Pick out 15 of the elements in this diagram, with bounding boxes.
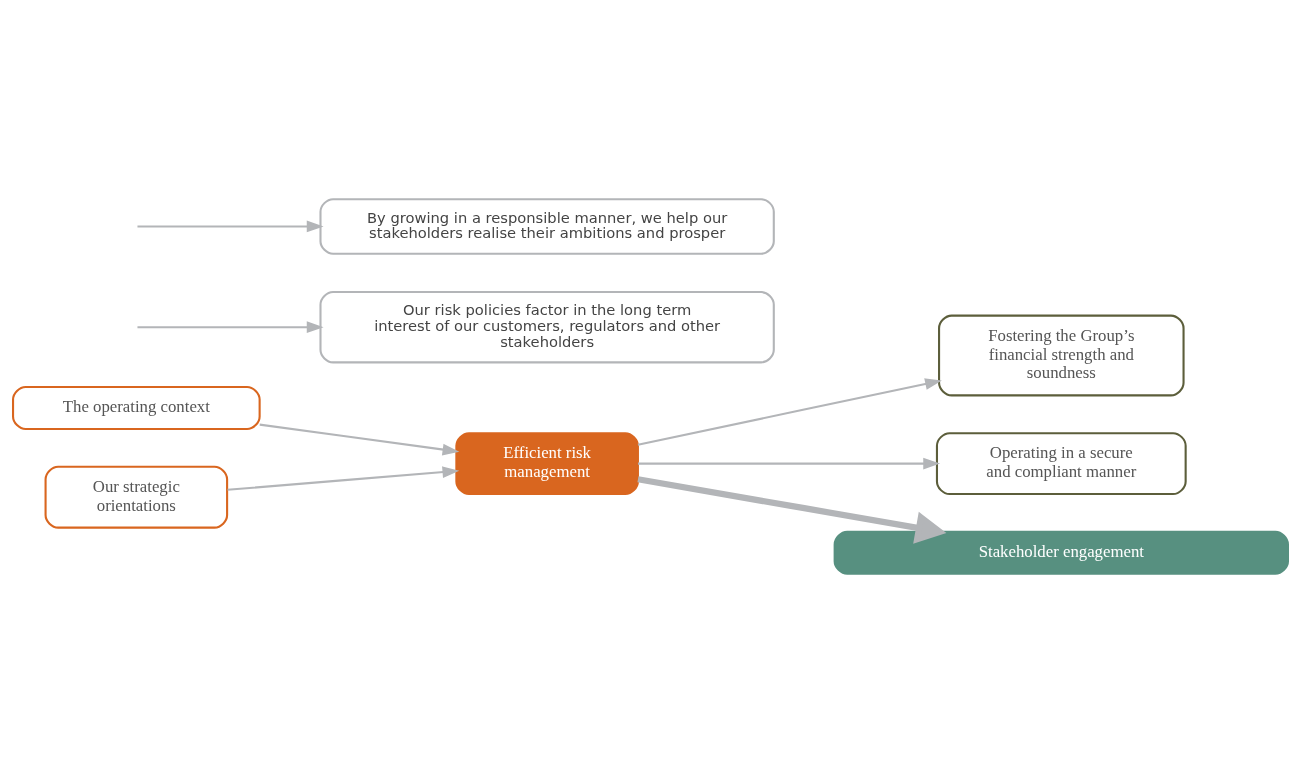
node-box: By growing in a responsible manner, we help our stakeholders realise their ambitions and prosper xyxy=(319,197,775,255)
node-box: Operating in a secure and compliant manner xyxy=(935,431,1187,495)
arrow xyxy=(259,423,460,455)
arrow xyxy=(637,475,947,544)
arrow xyxy=(227,465,460,491)
arrow xyxy=(137,220,324,232)
node-box: Our risk policies factor in the long term interest of our customers, regulators and other stakeholders xyxy=(319,290,775,363)
arrow xyxy=(137,320,324,333)
node-box: Stakeholder engagement xyxy=(833,530,1289,575)
arrow xyxy=(637,377,942,446)
node-box: Efficient risk management xyxy=(455,431,639,495)
arrow xyxy=(637,457,941,469)
node-box: Fostering the Group’s financial strength and soundness xyxy=(938,314,1185,396)
node-box: Our strategic orientations xyxy=(44,465,229,529)
node-box: The operating context xyxy=(12,385,261,430)
